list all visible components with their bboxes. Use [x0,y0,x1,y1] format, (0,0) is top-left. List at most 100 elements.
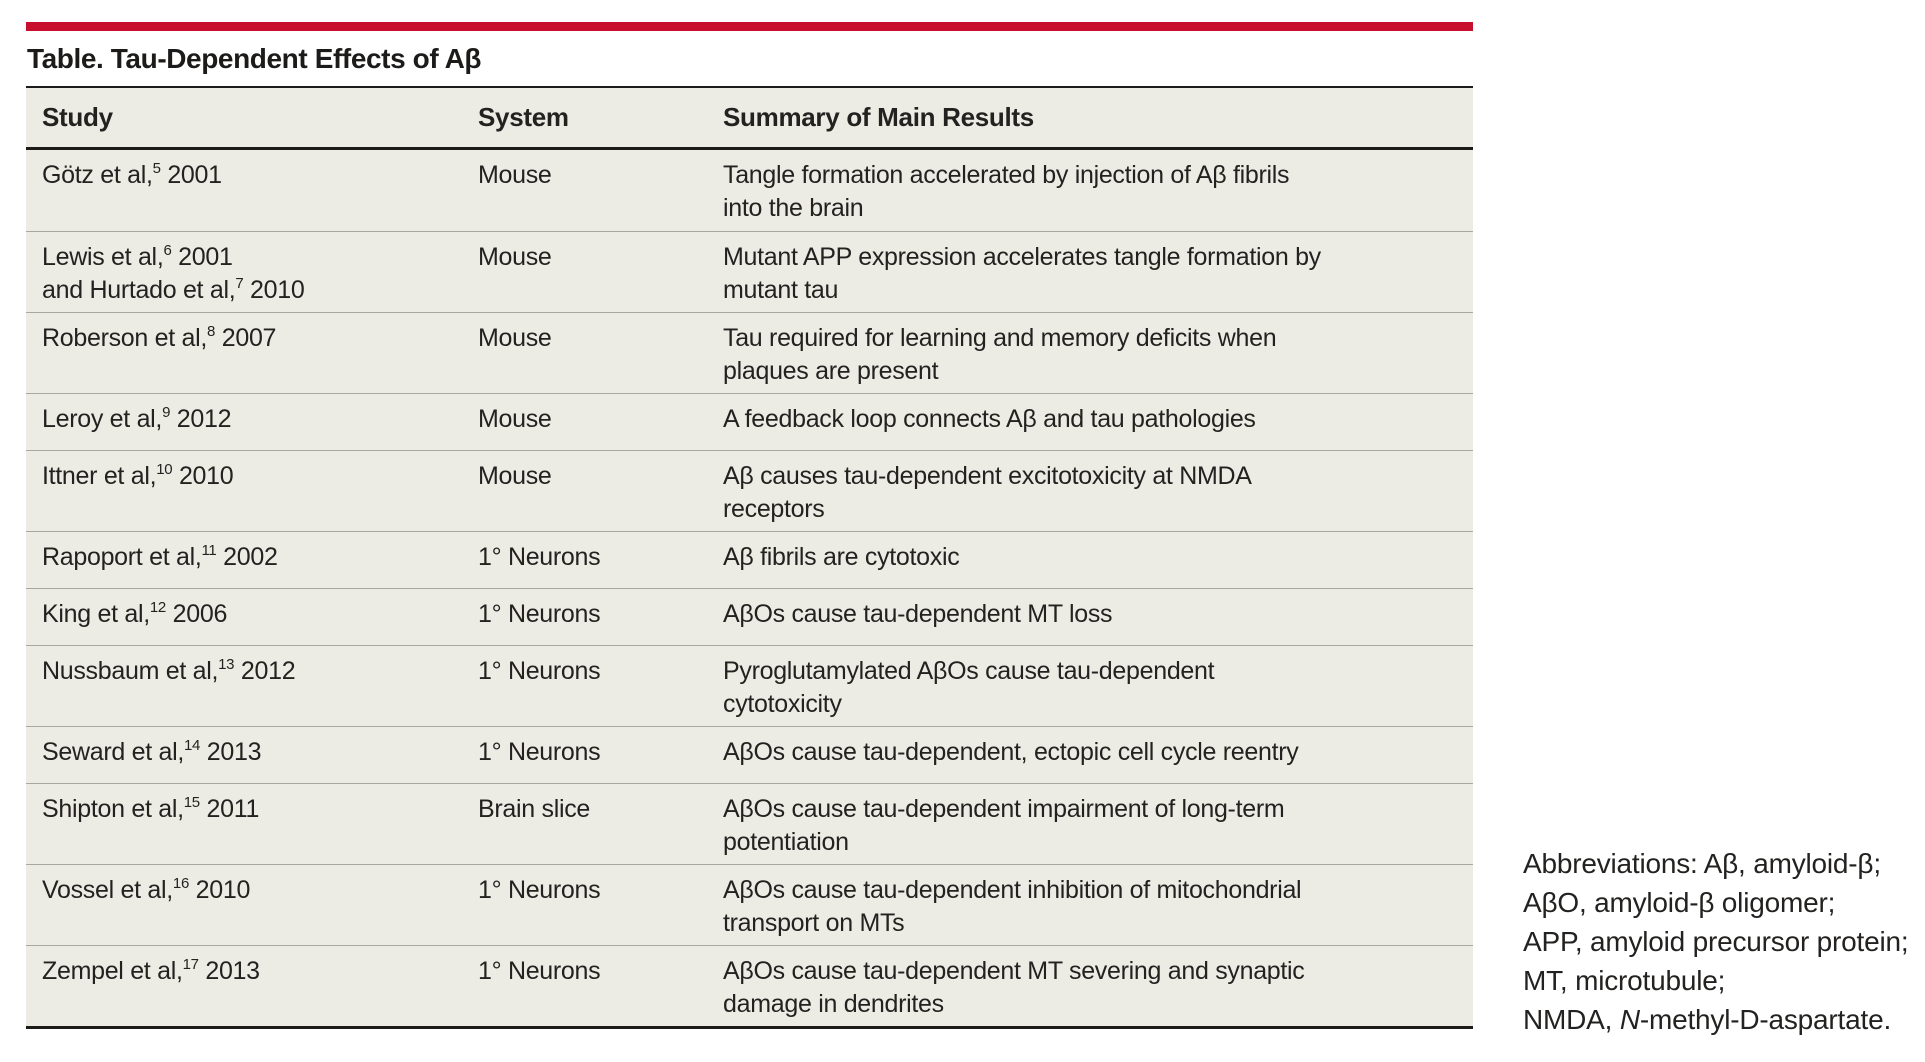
summary-cell: Tangle formation accelerated by injectio… [723,161,1290,222]
table-row: Rapoport et al,11 2002 1° Neurons Aβ fib… [26,531,1473,588]
study-cell: Götz et al,5 2001 [26,150,462,231]
study-cell: Shipton et al,15 2011 [26,784,462,864]
table-header-row: Study System Summary of Main Results [26,88,1473,150]
study-year: 2002 [216,543,278,571]
system-cell: 1° Neurons [478,657,601,685]
summary-cell: Mutant APP expression accelerates tangle… [723,243,1321,304]
study-line: Roberson et al,8 2007 [42,322,454,355]
reference-superscript: 16 [172,875,189,892]
table-row: Lewis et al,6 2001 and Hurtado et al,7 2… [26,231,1473,312]
study-year: 2006 [165,600,228,628]
abbreviation-line: Abbreviations: Aβ, amyloid-β; [1523,844,1923,883]
study-cell: Zempel et al,17 2013 [26,946,462,1026]
abbreviation-italic-text: N [1619,1004,1640,1035]
table-row: Zempel et al,17 2013 1° Neurons AβOs cau… [26,945,1473,1026]
study-year: 2001 [160,161,222,189]
system-cell: 1° Neurons [478,600,601,628]
table-row: Leroy et al,9 2012 Mouse A feedback loop… [26,393,1473,450]
abbreviation-text: MT, microtubule; [1523,965,1726,996]
study-cell: Seward et al,14 2013 [26,727,462,783]
system-cell: Brain slice [478,795,591,823]
table-row: Seward et al,14 2013 1° Neurons AβOs cau… [26,726,1473,783]
table-row: King et al,12 2006 1° Neurons AβOs cause… [26,588,1473,645]
reference-superscript: 17 [182,956,199,973]
study-citation: Zempel et al, [42,957,183,985]
summary-cell: AβOs cause tau-dependent MT loss [723,600,1113,628]
summary-cell: A feedback loop connects Aβ and tau path… [723,405,1256,433]
summary-cell: AβOs cause tau-dependent MT severing and… [723,957,1305,1018]
reference-superscript: 13 [218,656,235,673]
table-row: Ittner et al,10 2010 Mouse Aβ causes tau… [26,450,1473,531]
accent-rule [26,22,1473,31]
study-citation: and Hurtado et al, [42,276,236,304]
summary-cell: AβOs cause tau-dependent inhibition of m… [723,876,1302,937]
reference-superscript: 15 [183,794,200,811]
reference-superscript: 12 [149,599,166,616]
system-cell: 1° Neurons [478,738,601,766]
system-cell: 1° Neurons [478,543,601,571]
study-citation: Roberson et al, [42,324,208,352]
study-citation: Ittner et al, [42,462,157,490]
abbreviations-note: Abbreviations: Aβ, amyloid-β; AβO, amylo… [1523,844,1923,1039]
study-line: Zempel et al,17 2013 [42,955,454,988]
study-citation: Shipton et al, [42,795,184,823]
study-year: 2010 [172,462,234,490]
abbreviation-text: -methyl-D-aspartate. [1639,1004,1892,1035]
abbreviation-text: NMDA, [1523,1004,1620,1035]
abbreviation-text: AβO, amyloid-β oligomer; [1523,887,1836,918]
system-cell: Mouse [478,161,552,189]
study-line: Ittner et al,10 2010 [42,460,454,493]
abbreviation-line: NMDA, N-methyl-D-aspartate. [1523,1000,1923,1039]
study-year: 2001 [171,243,233,271]
study-year: 2012 [170,405,232,433]
study-year: 2012 [234,657,296,685]
column-header-system: System [478,102,569,132]
study-year: 2010 [189,876,251,904]
study-year: 2013 [198,957,260,985]
table-row: Roberson et al,8 2007 Mouse Tau required… [26,312,1473,393]
results-table: Study System Summary of Main Results Göt… [26,86,1473,1029]
system-cell: 1° Neurons [478,957,601,985]
study-citation: Götz et al, [42,161,153,189]
column-header-study: Study [42,102,113,132]
summary-cell: Aβ fibrils are cytotoxic [723,543,960,571]
study-cell: Rapoport et al,11 2002 [26,532,462,588]
study-citation: King et al, [42,600,150,628]
study-cell: Nussbaum et al,13 2012 [26,646,462,726]
system-cell: Mouse [478,243,552,271]
study-cell: Roberson et al,8 2007 [26,313,462,393]
summary-cell: Aβ causes tau-dependent excitotoxicity a… [723,462,1252,523]
table-row: Shipton et al,15 2011 Brain slice AβOs c… [26,783,1473,864]
study-citation: Nussbaum et al, [42,657,219,685]
study-cell: Lewis et al,6 2001 and Hurtado et al,7 2… [26,232,462,312]
reference-superscript: 10 [156,461,173,478]
study-citation: Rapoport et al, [42,543,202,571]
reference-superscript: 8 [207,323,216,340]
study-line: Seward et al,14 2013 [42,736,454,769]
summary-cell: Tau required for learning and memory def… [723,324,1277,385]
system-cell: Mouse [478,462,552,490]
summary-cell: AβOs cause tau-dependent impairment of l… [723,795,1285,856]
abbreviation-text: APP, amyloid precursor protein; [1523,926,1909,957]
study-year: 2007 [215,324,277,352]
system-cell: Mouse [478,405,552,433]
study-line: Leroy et al,9 2012 [42,403,454,436]
table-row: Nussbaum et al,13 2012 1° Neurons Pyrogl… [26,645,1473,726]
column-header-summary: Summary of Main Results [723,102,1034,132]
study-cell: Vossel et al,16 2010 [26,865,462,945]
reference-superscript: 7 [235,275,244,292]
reference-superscript: 14 [184,737,201,754]
abbreviation-line: APP, amyloid precursor protein; [1523,922,1923,961]
study-citation: Lewis et al, [42,243,164,271]
system-cell: 1° Neurons [478,876,601,904]
study-line: King et al,12 2006 [42,598,454,631]
study-cell: Leroy et al,9 2012 [26,394,462,450]
study-line: Vossel et al,16 2010 [42,874,454,907]
abbreviation-text: Abbreviations: Aβ, amyloid-β; [1523,848,1881,879]
system-cell: Mouse [478,324,552,352]
reference-superscript: 6 [163,242,172,259]
study-line: and Hurtado et al,7 2010 [42,274,454,307]
study-cell: Ittner et al,10 2010 [26,451,462,531]
study-line: Nussbaum et al,13 2012 [42,655,454,688]
